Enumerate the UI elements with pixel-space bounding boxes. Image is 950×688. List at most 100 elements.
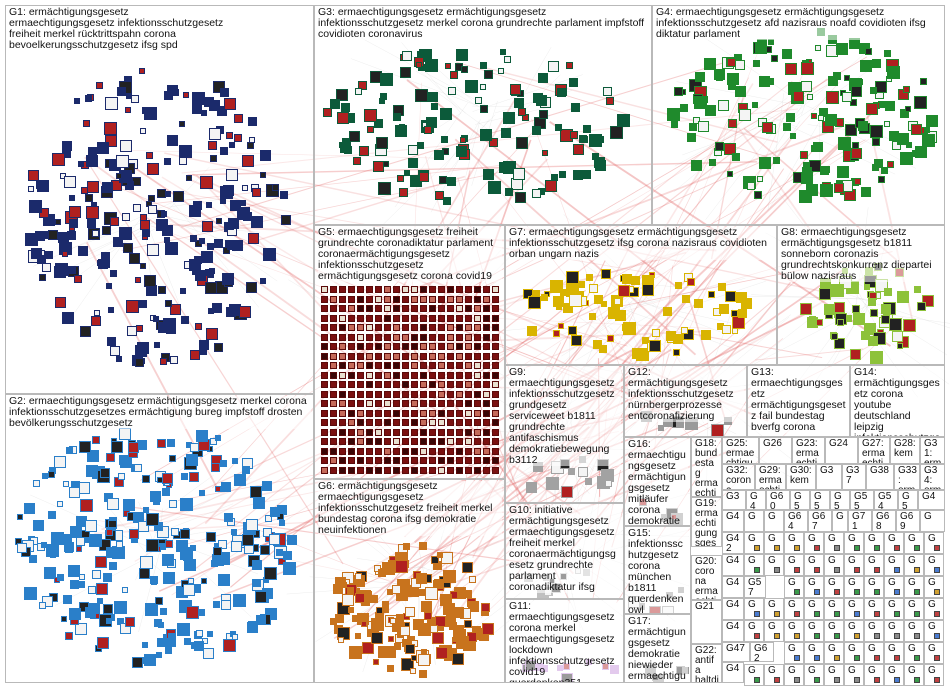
network-node[interactable] <box>447 419 454 426</box>
network-node[interactable] <box>482 623 495 636</box>
network-node[interactable] <box>483 371 490 379</box>
network-node[interactable] <box>384 314 391 322</box>
network-node[interactable] <box>547 61 559 73</box>
network-node[interactable] <box>57 501 64 508</box>
network-node[interactable] <box>434 149 445 160</box>
network-node[interactable] <box>894 589 900 595</box>
network-node[interactable] <box>76 545 83 552</box>
network-node[interactable] <box>363 108 377 122</box>
network-node[interactable] <box>280 215 291 226</box>
network-node[interactable] <box>97 141 110 154</box>
network-node[interactable] <box>357 381 364 388</box>
network-node[interactable] <box>441 135 449 143</box>
network-node[interactable] <box>61 250 68 257</box>
network-node[interactable] <box>420 286 427 293</box>
network-node[interactable] <box>474 438 481 445</box>
network-node[interactable] <box>474 333 481 341</box>
network-node[interactable] <box>68 206 81 219</box>
network-node[interactable] <box>109 346 120 357</box>
network-node[interactable] <box>402 543 410 551</box>
network-node[interactable] <box>125 106 132 113</box>
network-node[interactable] <box>731 328 738 335</box>
group-g15[interactable]: G15: infektionsschutzgesetz corona münch… <box>624 526 691 614</box>
network-node[interactable] <box>783 122 792 131</box>
network-node[interactable] <box>571 334 583 346</box>
network-node[interactable] <box>456 314 463 322</box>
network-node[interactable] <box>878 175 886 183</box>
network-node[interactable] <box>834 589 840 595</box>
network-node[interactable] <box>69 579 79 589</box>
network-node[interactable] <box>794 633 800 639</box>
network-node[interactable] <box>514 98 525 109</box>
network-node[interactable] <box>393 343 400 350</box>
network-node[interactable] <box>814 589 820 595</box>
network-node[interactable] <box>539 109 549 119</box>
network-node[interactable] <box>914 655 920 661</box>
network-node[interactable] <box>436 551 443 558</box>
network-node[interactable] <box>321 295 328 303</box>
network-node[interactable] <box>474 457 481 464</box>
network-node[interactable] <box>474 324 481 331</box>
network-node[interactable] <box>492 457 499 464</box>
network-node[interactable] <box>165 242 178 256</box>
network-node[interactable] <box>782 49 793 60</box>
group-cell[interactable]: G <box>764 620 784 642</box>
network-node[interactable] <box>480 61 488 69</box>
network-node[interactable] <box>483 438 490 445</box>
network-node[interactable] <box>54 218 61 225</box>
network-node[interactable] <box>897 133 910 146</box>
network-node[interactable] <box>834 611 840 617</box>
network-node[interactable] <box>393 305 400 312</box>
network-node[interactable] <box>866 102 879 115</box>
network-node[interactable] <box>123 499 136 512</box>
network-node[interactable] <box>379 98 386 105</box>
network-node[interactable] <box>400 626 411 637</box>
network-node[interactable] <box>149 576 158 585</box>
network-node[interactable] <box>53 266 66 279</box>
network-node[interactable] <box>474 428 481 436</box>
network-node[interactable] <box>596 136 604 144</box>
network-node[interactable] <box>560 486 573 499</box>
network-node[interactable] <box>438 324 445 331</box>
group-cell[interactable]: G <box>884 532 904 554</box>
network-node[interactable] <box>830 283 844 297</box>
network-node[interactable] <box>447 314 454 322</box>
network-node[interactable] <box>47 471 55 479</box>
network-node[interactable] <box>339 333 346 341</box>
network-node[interactable] <box>500 48 507 55</box>
network-node[interactable] <box>819 287 832 300</box>
network-node[interactable] <box>402 352 409 360</box>
network-node[interactable] <box>104 96 118 110</box>
network-node[interactable] <box>384 305 391 312</box>
network-node[interactable] <box>115 154 129 168</box>
network-node[interactable] <box>447 295 454 303</box>
group-g4d[interactable]: G4 <box>722 554 744 576</box>
network-node[interactable] <box>348 400 355 407</box>
network-node[interactable] <box>73 98 80 104</box>
network-node[interactable] <box>179 547 193 561</box>
network-node[interactable] <box>182 583 195 596</box>
network-node[interactable] <box>438 295 445 303</box>
network-node[interactable] <box>362 642 375 655</box>
network-node[interactable] <box>465 362 472 369</box>
group-g17[interactable]: G17: ermächtigungsgesetz demokratie niew… <box>624 614 691 683</box>
network-node[interactable] <box>375 352 382 360</box>
group-g64[interactable]: G64 <box>784 510 808 532</box>
network-node[interactable] <box>108 306 115 313</box>
network-node[interactable] <box>97 637 110 650</box>
network-node[interactable] <box>384 419 391 426</box>
network-node[interactable] <box>353 157 362 166</box>
network-node[interactable] <box>330 438 337 445</box>
network-node[interactable] <box>447 352 454 360</box>
network-node[interactable] <box>465 333 472 341</box>
network-node[interactable] <box>122 213 131 222</box>
network-node[interactable] <box>499 161 511 173</box>
network-node[interactable] <box>492 343 499 350</box>
network-node[interactable] <box>96 82 104 90</box>
network-node[interactable] <box>321 438 328 445</box>
network-node[interactable] <box>429 466 436 474</box>
network-node[interactable] <box>132 204 141 213</box>
network-node[interactable] <box>44 567 57 580</box>
network-node[interactable] <box>247 116 257 126</box>
network-node[interactable] <box>167 84 179 96</box>
